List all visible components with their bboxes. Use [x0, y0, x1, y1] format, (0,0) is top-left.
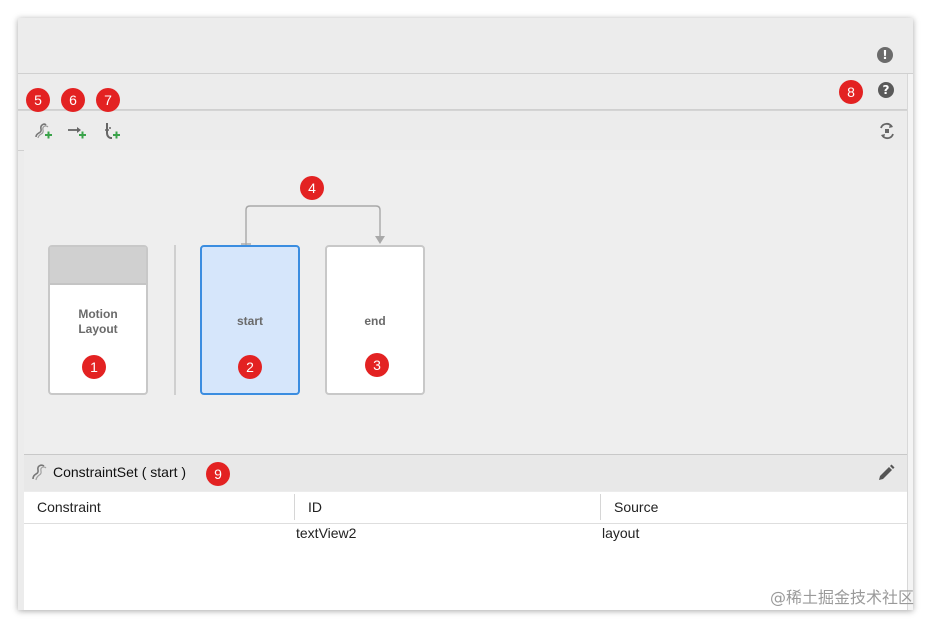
column-header-source[interactable]: Source: [614, 499, 659, 515]
right-scroll-strip[interactable]: [907, 74, 913, 610]
annotation-badge-6: 6: [61, 88, 85, 112]
cell-source: layout: [602, 525, 640, 541]
add-click-handler-icon[interactable]: [100, 120, 122, 142]
help-row: ?: [18, 74, 913, 110]
constraint-set-title: ConstraintSet ( start ): [53, 464, 187, 480]
column-header-id[interactable]: ID: [308, 499, 322, 515]
end-label: end: [364, 314, 386, 328]
constraints-table: Constraint ID Source textView2 layout: [24, 492, 907, 610]
canvas-divider: [174, 245, 176, 395]
motion-layout-card-header: [50, 247, 146, 285]
constraint-set-end-card[interactable]: end: [325, 245, 425, 395]
warning-row: !: [18, 38, 913, 74]
motion-editor-window: ! ?: [18, 18, 913, 610]
help-icon[interactable]: ?: [878, 82, 894, 98]
edit-icon[interactable]: [876, 463, 896, 483]
motion-canvas: Motion Layout start end: [24, 150, 907, 455]
annotation-badge-1: 1: [82, 355, 106, 379]
warning-icon[interactable]: !: [877, 47, 893, 63]
annotation-badge-8: 8: [839, 80, 863, 104]
motion-layout-label: Motion Layout: [78, 307, 118, 336]
motion-toolbar: [18, 110, 913, 151]
motion-layout-card[interactable]: Motion Layout: [48, 245, 148, 395]
annotation-badge-4: 4: [300, 176, 324, 200]
cell-id: textView2: [296, 525, 357, 541]
column-separator[interactable]: [600, 494, 601, 520]
sync-icon[interactable]: [876, 120, 898, 142]
annotation-badge-3: 3: [365, 353, 389, 377]
add-constraint-set-icon[interactable]: [32, 120, 54, 142]
annotation-badge-7: 7: [96, 88, 120, 112]
column-header-constraint[interactable]: Constraint: [37, 499, 101, 515]
table-row[interactable]: textView2 layout: [24, 524, 907, 546]
annotation-badge-5: 5: [26, 88, 50, 112]
watermark: @稀土掘金技术社区: [769, 588, 914, 607]
transition-arrow[interactable]: [24, 150, 907, 454]
annotation-badge-2: 2: [238, 355, 262, 379]
top-row: [18, 18, 913, 39]
add-transition-icon[interactable]: [66, 120, 88, 142]
constraint-set-icon: [32, 464, 47, 481]
start-label: start: [236, 314, 263, 328]
column-separator[interactable]: [294, 494, 295, 520]
table-header-row: [24, 492, 907, 524]
annotation-badge-9: 9: [206, 462, 230, 486]
constraint-set-panel-header: ConstraintSet ( start ): [24, 455, 907, 491]
